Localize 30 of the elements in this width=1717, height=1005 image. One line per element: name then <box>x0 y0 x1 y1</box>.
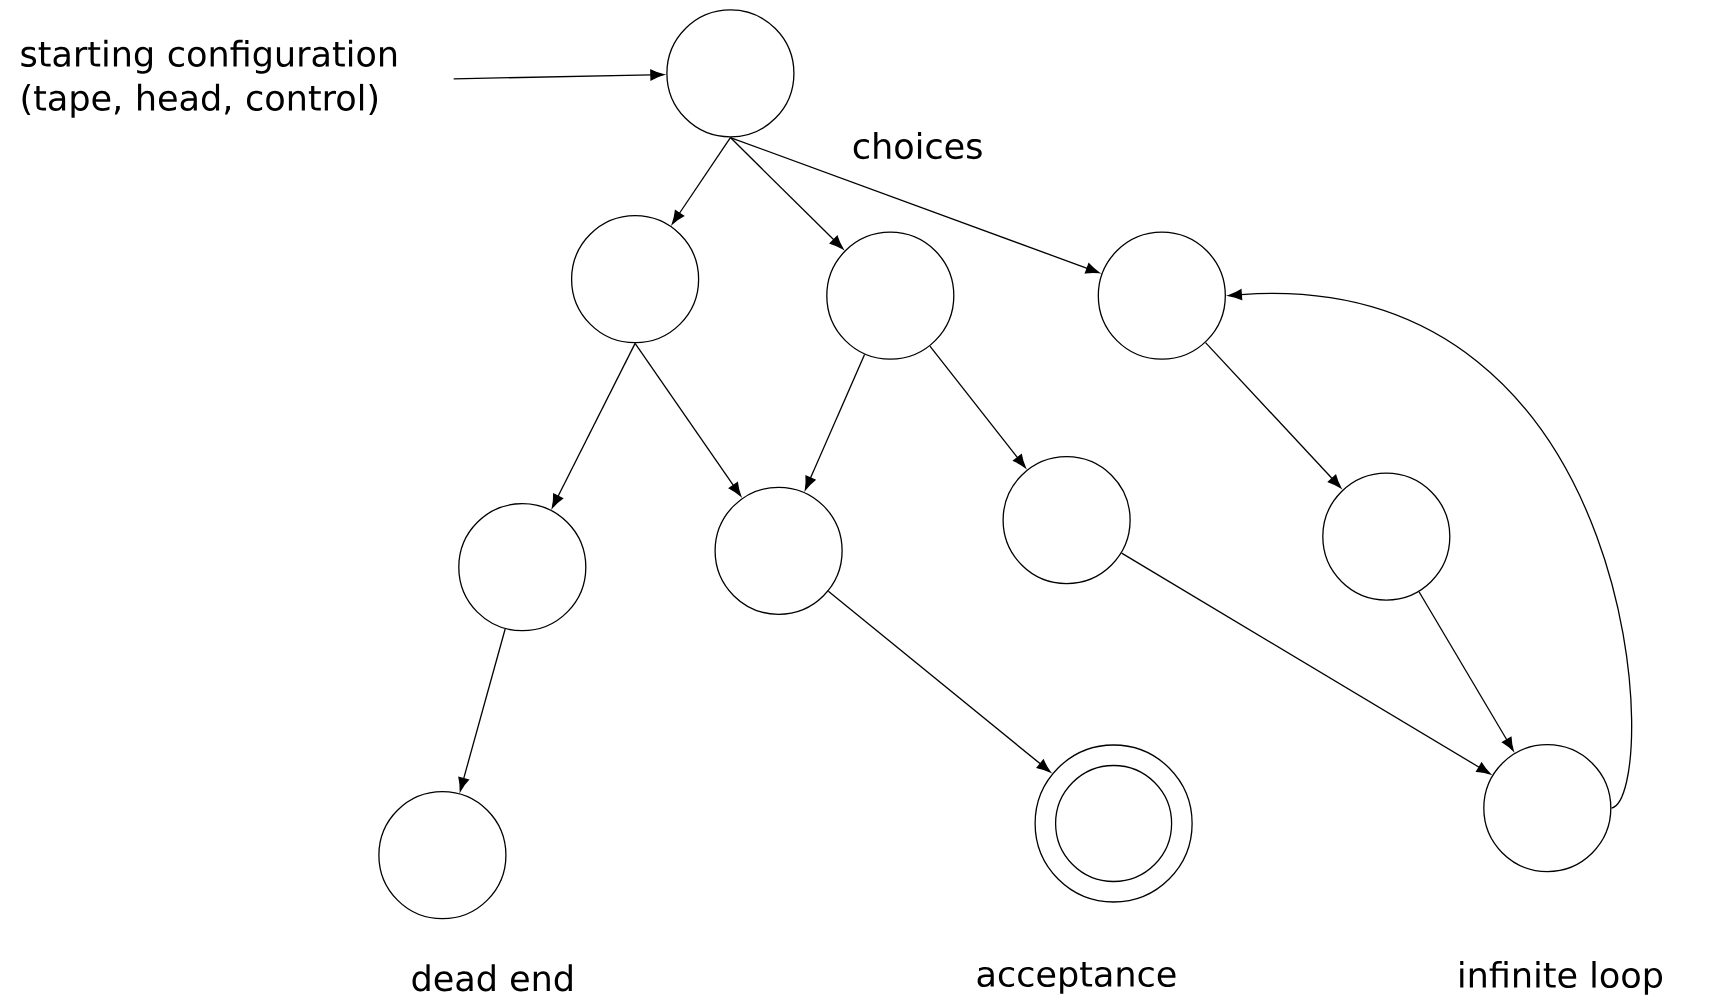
arrow <box>929 345 1026 469</box>
state-circle <box>1002 455 1131 585</box>
arrow <box>453 69 665 81</box>
state-circle <box>570 215 700 344</box>
state-circle <box>1322 472 1451 601</box>
arrow <box>634 342 742 497</box>
state-circle <box>458 503 587 632</box>
arrow <box>1204 342 1342 489</box>
state-circle <box>1097 231 1226 360</box>
state-circle <box>826 231 955 360</box>
state-caption: infinite loop <box>1460 960 1662 995</box>
arrow <box>804 353 866 491</box>
state-caption: dead end <box>412 964 572 992</box>
text-label: starting configuration (tape, head, control) <box>21 39 397 118</box>
arrow <box>827 590 1051 773</box>
accepting-state-circle <box>1034 744 1193 903</box>
arrow <box>729 136 1100 274</box>
arrow <box>671 136 732 225</box>
state-circle <box>666 9 795 138</box>
state-caption: acceptance <box>977 962 1176 994</box>
arrow <box>1228 289 1633 809</box>
state-circle <box>378 791 507 920</box>
arrow <box>729 136 844 250</box>
arrow <box>458 628 506 792</box>
arrow <box>1121 552 1491 775</box>
arrow <box>551 342 636 509</box>
state-circle <box>714 486 843 615</box>
state-circle <box>1483 743 1612 873</box>
arrow <box>1418 591 1514 752</box>
text-label: choices <box>853 132 982 160</box>
